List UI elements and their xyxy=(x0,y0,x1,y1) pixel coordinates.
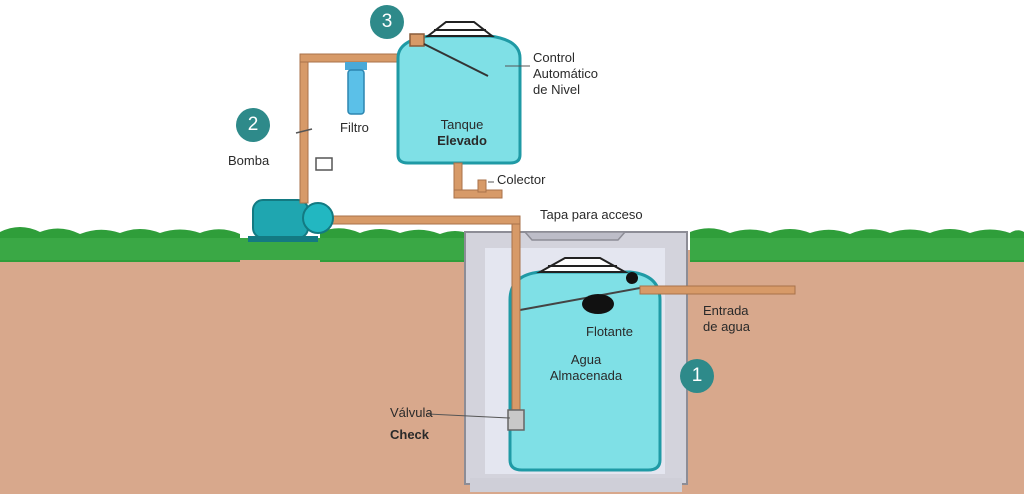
label-tanque-line1: Tanque xyxy=(440,117,484,132)
label-flotante: Flotante xyxy=(586,324,633,339)
label-bomba: Bomba xyxy=(228,153,270,168)
label-valvula-line1: Válvula xyxy=(390,405,433,420)
grass-band-left xyxy=(0,238,470,260)
label-colector: Colector xyxy=(497,172,546,187)
label-agua-line1: Agua xyxy=(570,352,602,367)
pump-valve xyxy=(315,157,333,171)
suction-pipe-horizontal xyxy=(324,215,521,225)
inlet-pipe xyxy=(639,285,796,295)
check-valve xyxy=(507,409,525,431)
label-control-line2: Automático xyxy=(533,66,599,81)
label-control-line1: Control xyxy=(533,50,575,65)
collector xyxy=(453,162,503,199)
label-filtro: Filtro xyxy=(340,120,369,135)
label-entrada-line2: de agua xyxy=(703,319,750,334)
label-tapa: Tapa para acceso xyxy=(540,207,643,222)
float-arm xyxy=(519,287,641,311)
label-tanque: Tanque Elevado xyxy=(430,117,494,149)
label-entrada-line1: Entrada xyxy=(703,303,749,318)
cistern-floor xyxy=(470,478,682,492)
label-tanque-line2: Elevado xyxy=(437,133,487,148)
level-control-arm xyxy=(423,43,489,77)
badge-1: 1 xyxy=(680,359,714,393)
float-valve xyxy=(626,272,638,284)
valve-leader xyxy=(427,413,511,419)
label-control: Control Automático de Nivel xyxy=(533,50,598,98)
label-agua-line2: Almacenada xyxy=(549,368,623,383)
badge-3: 3 xyxy=(370,5,404,39)
label-entrada: Entrada de agua xyxy=(703,303,750,335)
level-control-box xyxy=(409,33,425,47)
badge-2: 2 xyxy=(236,108,270,142)
grass-band-right xyxy=(690,238,1024,260)
label-control-line3: de Nivel xyxy=(533,82,580,97)
float-ball xyxy=(582,294,614,314)
filter xyxy=(345,62,367,115)
label-valvula: Válvula Check xyxy=(390,405,433,443)
access-lid xyxy=(523,231,627,241)
suction-pipe-vertical xyxy=(511,223,521,417)
pump xyxy=(248,199,334,242)
label-valvula-line2: Check xyxy=(390,427,430,442)
label-agua: Agua Almacenada xyxy=(538,352,634,384)
storage-tank xyxy=(508,270,662,472)
